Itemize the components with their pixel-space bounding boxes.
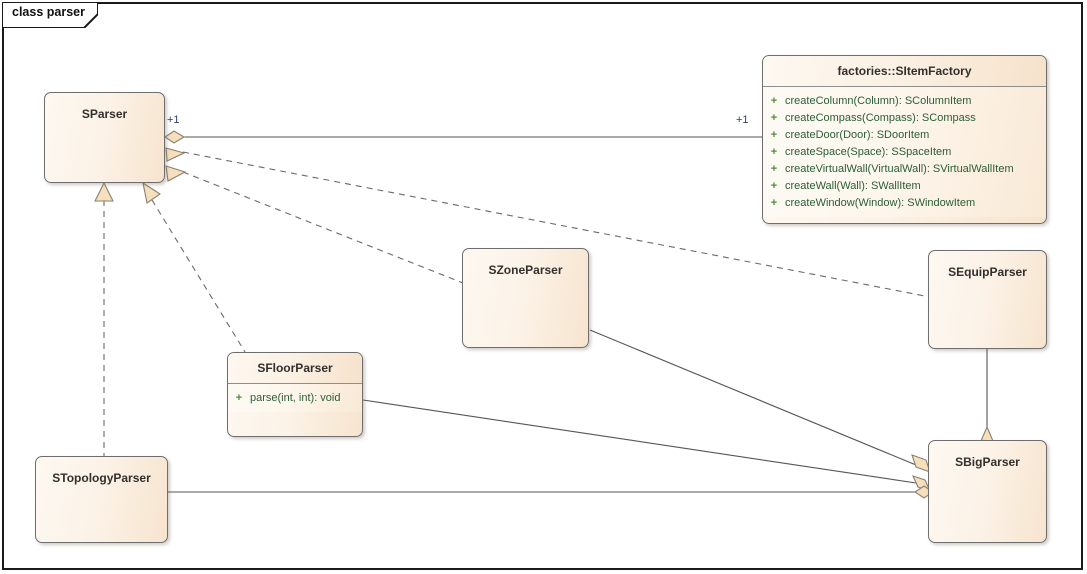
member-row: + createDoor(Door): SDoorItem bbox=[763, 126, 1046, 143]
realization-arrow-sparser-stopologyparser bbox=[94, 181, 114, 202]
member-signature: parse(int, int): void bbox=[250, 391, 341, 404]
member-visibility: + bbox=[770, 196, 778, 209]
diagram-frame-tab bbox=[2, 2, 98, 28]
member-signature: createVirtualWall(VirtualWall): SVirtual… bbox=[785, 162, 1014, 175]
member-row: + createCompass(Compass): SCompass bbox=[763, 109, 1046, 126]
class-box-stopologyparser[interactable]: STopologyParser bbox=[35, 456, 168, 543]
class-box-sequipparser[interactable]: SEquipParser bbox=[928, 250, 1047, 349]
class-members-sitemfactory: + createColumn(Column): SColumnItem + cr… bbox=[763, 87, 1046, 217]
member-visibility: + bbox=[770, 111, 778, 124]
member-signature: createCompass(Compass): SCompass bbox=[785, 111, 976, 124]
class-name-sequipparser: SEquipParser bbox=[948, 265, 1027, 279]
realization-arrow-sparser-sfloorparser bbox=[142, 181, 161, 204]
member-visibility: + bbox=[770, 145, 778, 158]
aggregation-diamond-sparser-itemfactory bbox=[164, 130, 186, 144]
edge-szoneparser-sbigparser bbox=[589, 329, 917, 466]
member-visibility: + bbox=[770, 179, 778, 192]
edge-sfloorparser-sbigparser bbox=[362, 399, 917, 484]
class-box-sfloorparser[interactable]: SFloorParser + parse(int, int): void bbox=[227, 352, 363, 437]
edge-sparser-szoneparser bbox=[182, 171, 464, 284]
class-name-stopologyparser: STopologyParser bbox=[52, 471, 151, 485]
realization-arrow-sparser-sequipparser bbox=[165, 147, 186, 162]
class-name-sitemfactory: factories::SItemFactory bbox=[837, 64, 972, 78]
class-box-sbigparser[interactable]: SBigParser bbox=[928, 440, 1047, 543]
class-name-sfloorparser: SFloorParser bbox=[257, 361, 333, 375]
class-box-szoneparser[interactable]: SZoneParser bbox=[462, 248, 589, 348]
member-row: + createWindow(Window): SWindowItem bbox=[763, 194, 1046, 211]
member-signature: createDoor(Door): SDoorItem bbox=[785, 128, 930, 141]
member-visibility: + bbox=[770, 94, 778, 107]
class-header-sfloorparser: SFloorParser bbox=[228, 353, 362, 384]
diagram-frame-label: class parser bbox=[12, 5, 85, 19]
class-box-sitemfactory[interactable]: factories::SItemFactory + createColumn(C… bbox=[762, 55, 1047, 224]
member-row: + parse(int, int): void bbox=[228, 389, 362, 406]
member-visibility: + bbox=[770, 128, 778, 141]
member-signature: createWindow(Window): SWindowItem bbox=[785, 196, 976, 209]
class-name-sbigparser: SBigParser bbox=[955, 455, 1020, 469]
member-row: + createWall(Wall): SWallItem bbox=[763, 177, 1046, 194]
class-header-sitemfactory: factories::SItemFactory bbox=[763, 56, 1046, 87]
member-signature: createWall(Wall): SWallItem bbox=[785, 179, 921, 192]
member-visibility: + bbox=[770, 162, 778, 175]
class-name-sparser: SParser bbox=[81, 107, 128, 121]
class-name-szoneparser: SZoneParser bbox=[488, 263, 563, 277]
realization-arrow-sparser-szoneparser bbox=[165, 165, 187, 182]
class-box-sparser[interactable]: SParser bbox=[44, 92, 165, 183]
multiplicity-itemfactory-side: +1 bbox=[736, 114, 749, 126]
member-row: + createSpace(Space): SSpaceItem bbox=[763, 143, 1046, 160]
member-row: + createColumn(Column): SColumnItem bbox=[763, 92, 1046, 109]
member-row: + createVirtualWall(VirtualWall): SVirtu… bbox=[763, 160, 1046, 177]
class-members-sfloorparser: + parse(int, int): void bbox=[228, 384, 362, 412]
member-signature: createSpace(Space): SSpaceItem bbox=[785, 145, 952, 158]
edge-sparser-sequipparser bbox=[182, 151, 931, 298]
member-visibility: + bbox=[235, 391, 243, 404]
multiplicity-sparser-side: +1 bbox=[167, 114, 180, 126]
member-signature: createColumn(Column): SColumnItem bbox=[785, 94, 972, 107]
edge-sparser-sfloorparser bbox=[151, 199, 246, 353]
